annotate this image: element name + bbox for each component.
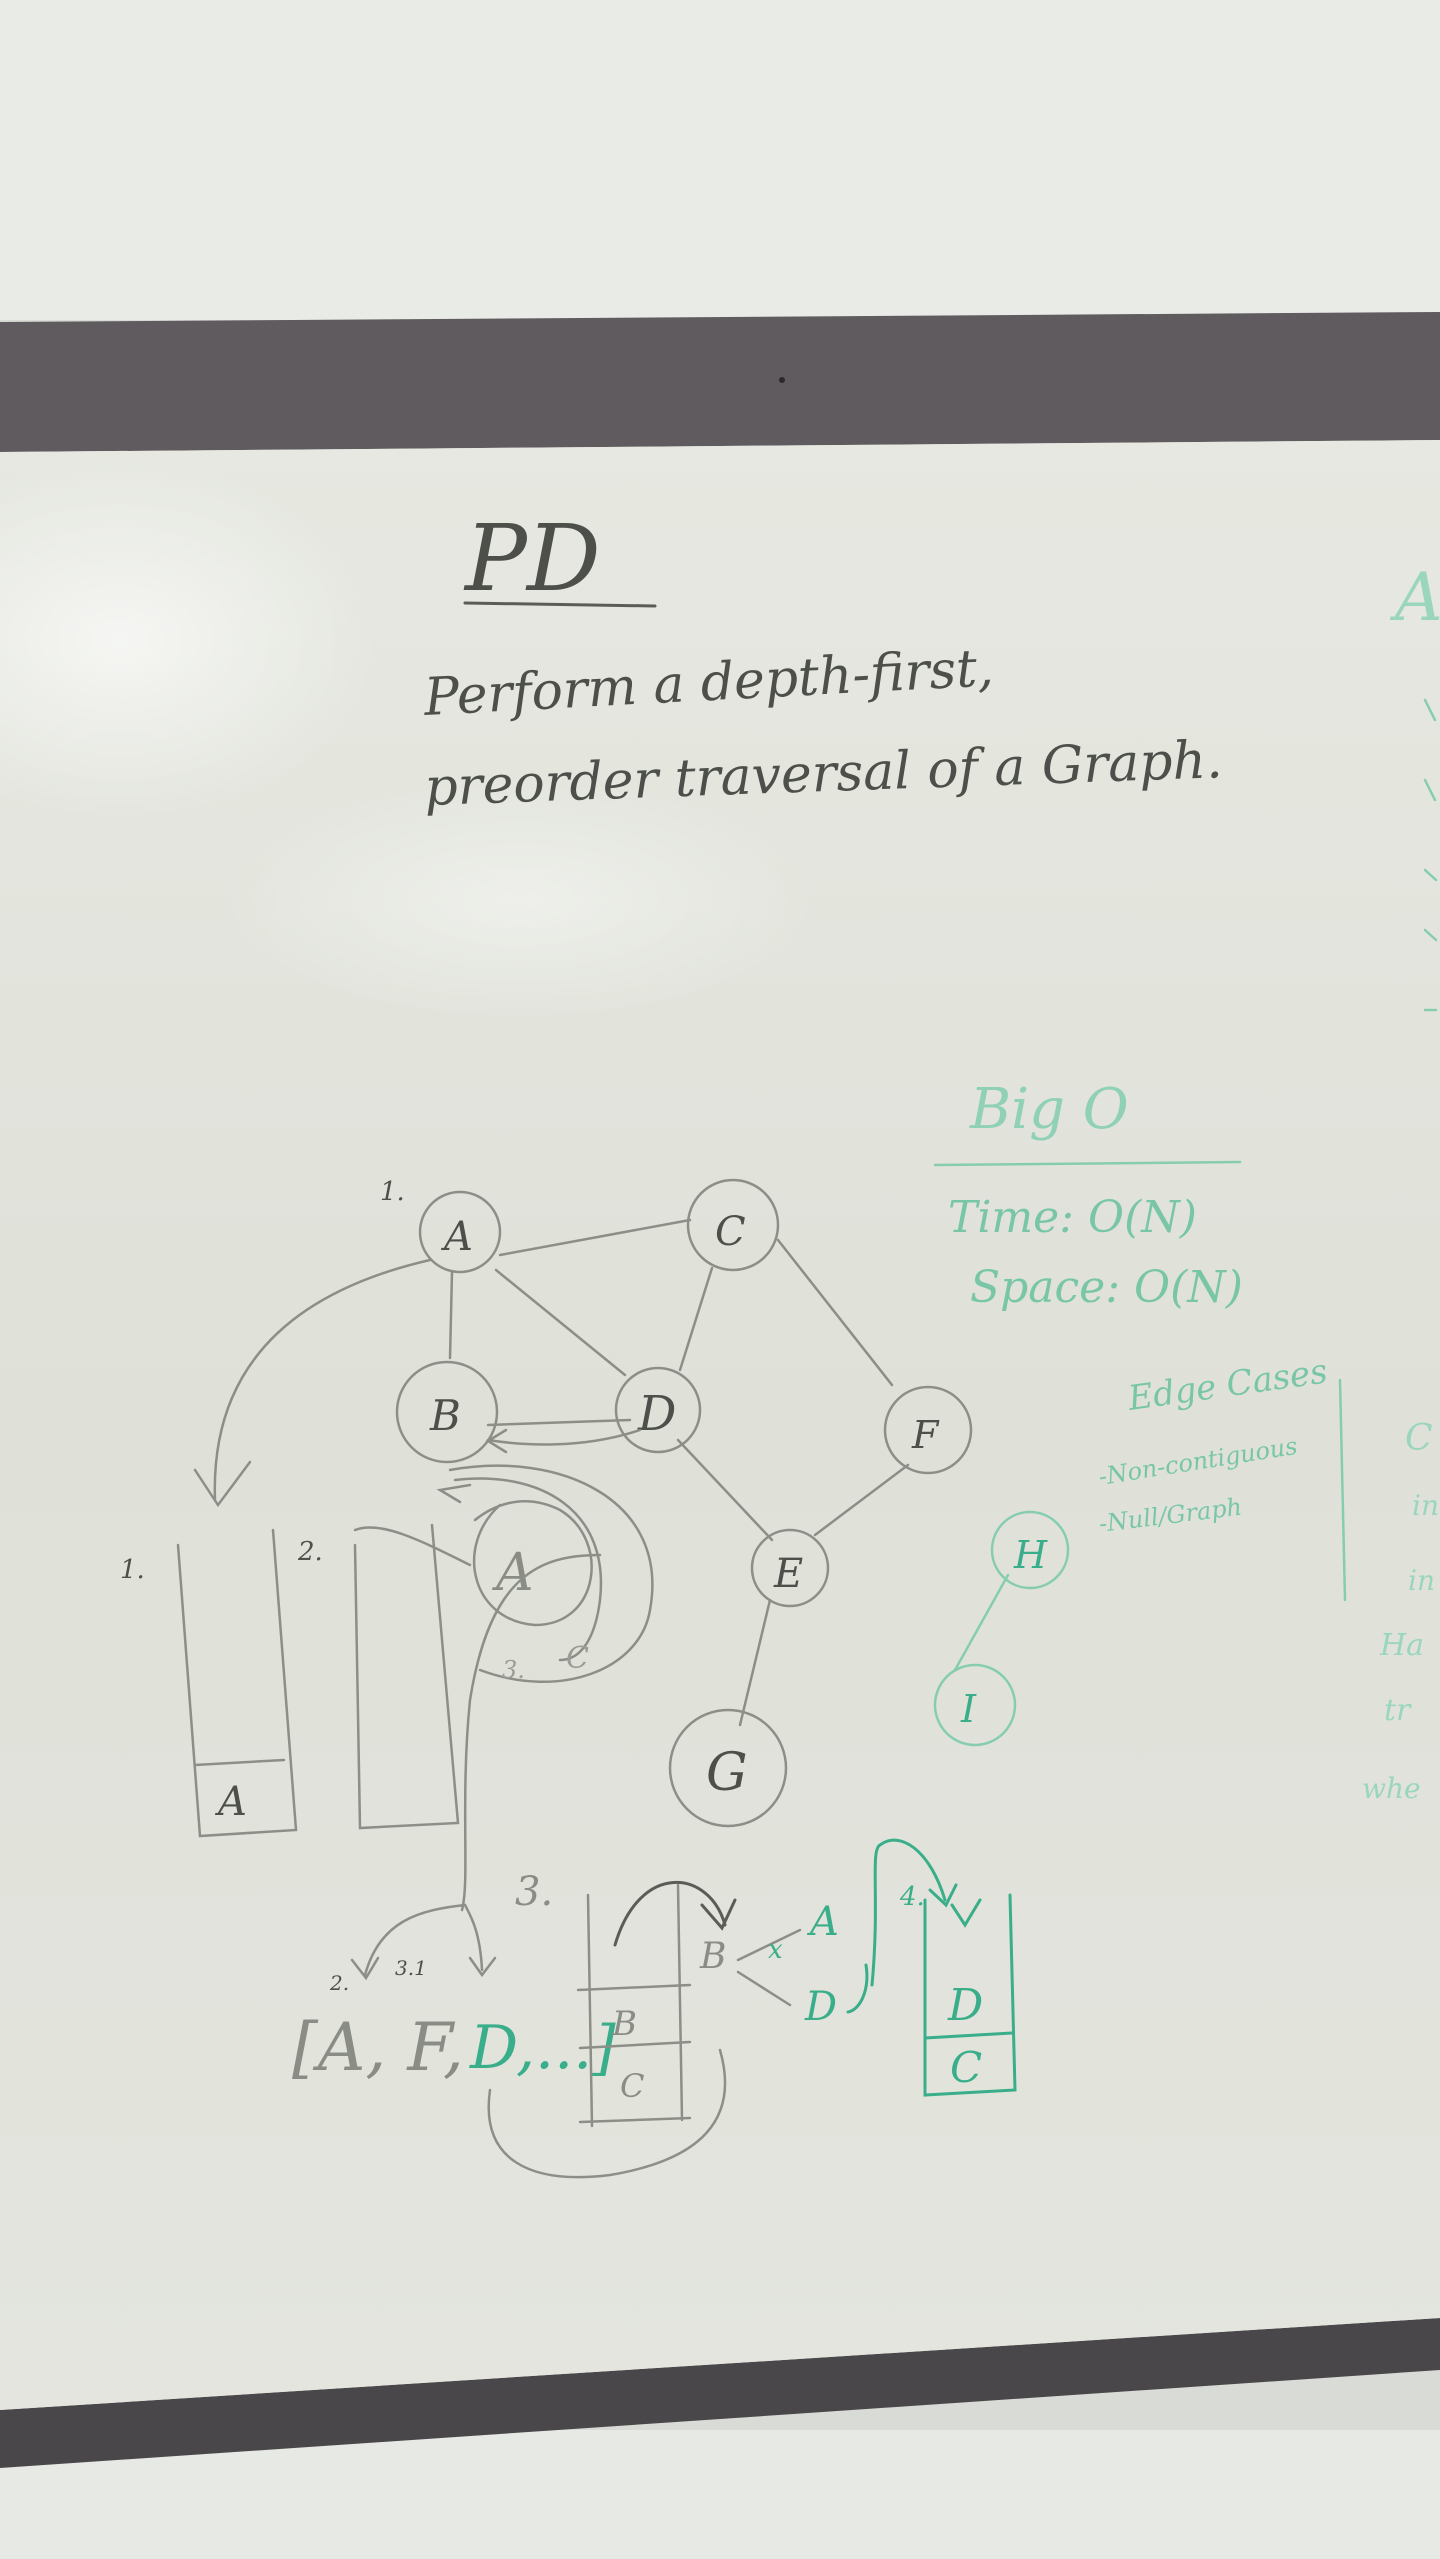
neighbor-a: A	[806, 1899, 839, 1945]
frame-bottom	[0, 2318, 1440, 2468]
stack-2-popped-node: A C 3.	[353, 1464, 654, 1912]
node-label-g: G	[706, 1743, 748, 1803]
stack-3: 3. B C	[487, 1869, 737, 2179]
graph-node-c: C	[686, 1178, 780, 1272]
right-edge-5: Ha	[1379, 1628, 1424, 1663]
graph-node-d: D	[614, 1366, 702, 1454]
result-list-gray: [A, F,	[292, 2009, 464, 2086]
node-label-f: F	[911, 1413, 940, 1457]
node-label-i: I	[960, 1687, 977, 1731]
right-edge-2: C	[1405, 1418, 1433, 1459]
right-edge-1: A	[1389, 559, 1440, 636]
neighbor-expansion: B x A D	[699, 1838, 958, 2030]
graph-node-f: F	[883, 1385, 973, 1475]
node-label-c: C	[715, 1209, 746, 1255]
big-o-space: Space: O(N)	[970, 1262, 1243, 1313]
stack-3-top: B	[611, 2004, 637, 2044]
popped-node-c: C	[566, 1641, 589, 1676]
graph-edges	[448, 1218, 1010, 1727]
node-label-a: A	[440, 1214, 473, 1260]
glare-left	[0, 460, 380, 820]
heading-title: PD	[463, 505, 601, 612]
node-label-d: D	[637, 1386, 676, 1442]
stack-2: 2.	[297, 1523, 460, 1830]
neighbor-b: B	[699, 1936, 726, 1977]
stack-3-label: 3.	[515, 1869, 553, 1915]
graph-node-i: I	[933, 1663, 1017, 1747]
right-edge-notes: A C in in Ha tr whe	[1362, 559, 1440, 1805]
stack-1: 1. A	[120, 1528, 298, 1838]
right-edge-6: tr	[1384, 1693, 1412, 1728]
stack-4: 4. D C	[899, 1882, 1017, 2097]
graph-node-g: G	[668, 1708, 788, 1828]
stack-4-bottom: C	[950, 2043, 982, 2092]
graph-node-h: H	[990, 1510, 1070, 1590]
right-edge-4: in	[1408, 1564, 1435, 1597]
neighbor-d: D	[804, 1984, 837, 2030]
stack-1-item: A	[214, 1779, 247, 1825]
frame-screw	[779, 377, 785, 383]
right-edge-7: whe	[1362, 1772, 1421, 1805]
big-o-title: Big O	[969, 1077, 1129, 1142]
wall-top	[0, 0, 1440, 320]
node-label-e: E	[773, 1551, 803, 1597]
graph-node-b: B	[395, 1360, 499, 1464]
node-label-h: H	[1013, 1533, 1048, 1577]
result-small-2: 2.	[329, 1971, 349, 1995]
frame-top	[0, 312, 1440, 452]
graph-node-e: E	[750, 1528, 830, 1608]
glare-center	[220, 780, 820, 1020]
graph-node-a: A	[418, 1190, 502, 1274]
neighbor-cross: x	[768, 1935, 783, 1965]
result-small-31: 3.1	[395, 1956, 427, 1980]
stack-1-label: 1.	[120, 1555, 145, 1585]
stack-3-bottom: C	[620, 2067, 644, 2105]
popped-node-a: A	[492, 1543, 534, 1603]
graph-step-label: 1.	[380, 1177, 405, 1207]
stack-2-label: 2.	[297, 1537, 323, 1567]
result-list: 2. 3.1 [A, F, D,...]	[292, 1903, 616, 2086]
step-label-3b: 3.	[502, 1656, 525, 1684]
big-o-time: Time: O(N)	[948, 1192, 1197, 1243]
right-edge-3: in	[1412, 1489, 1439, 1522]
stack-4-label: 4.	[899, 1882, 925, 1912]
node-label-b: B	[429, 1391, 461, 1440]
stack-4-top: D	[947, 1980, 983, 2031]
big-o-notes: Big O Time: O(N) Space: O(N)	[933, 1077, 1243, 1313]
